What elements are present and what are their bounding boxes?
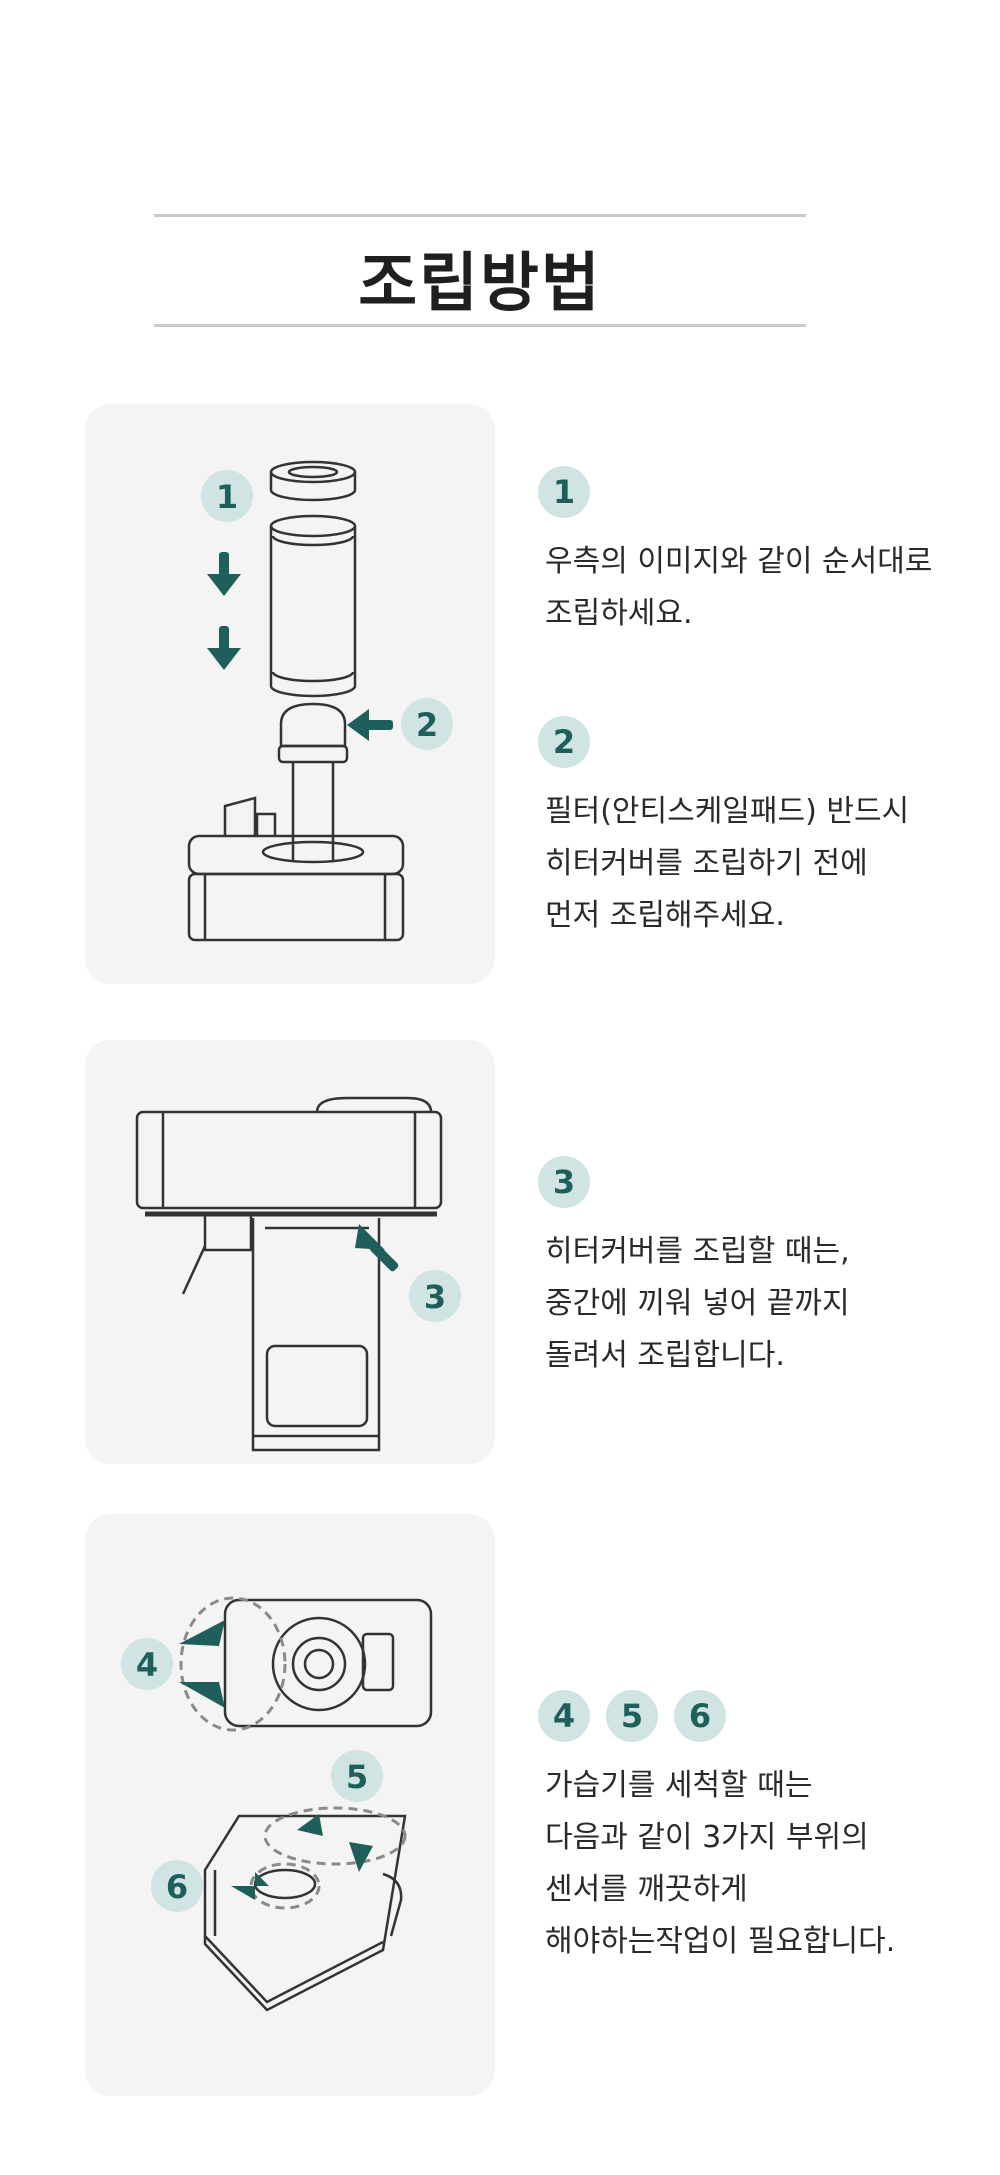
step-2-description: 필터(안티스케일패드) 반드시 히터커버를 조립하기 전에 먼저 조립해주세요. [545,786,965,942]
title-rule-top [154,214,806,217]
step-line: 먼저 조립해주세요. [545,898,785,933]
step-badge: 1 [538,466,590,518]
illustration-card-1: 1 2 [85,404,495,984]
illustration-card-3: 4 5 6 [85,1514,495,2096]
step-1-badges: 1 [538,466,590,518]
step-2-badges: 2 [538,716,590,768]
step-line: 필터(안티스케일패드) 반드시 [545,794,910,829]
step-badge: 3 [538,1156,590,1208]
pointer-arrow-icon [179,1620,373,1900]
pointer-arrow-icon [347,709,393,741]
step-line: 히터커버를 조립하기 전에 [545,846,868,881]
step-4-badges: 4 5 6 [538,1690,726,1742]
step-line: 다음과 같이 3가지 부위의 [545,1820,869,1855]
step-line: 우측의 이미지와 같이 순서대로 [545,544,933,579]
step-badge: 5 [606,1690,658,1742]
card2-label-3: 3 [424,1278,446,1316]
illustration-card-2: 3 [85,1040,495,1464]
step-line: 중간에 끼워 넣어 끝까지 [545,1286,850,1321]
step-line: 해야하는작업이 필요합니다. [545,1924,896,1959]
step-badge: 6 [674,1690,726,1742]
step-4-description: 가습기를 세척할 때는 다음과 같이 3가지 부위의 센서를 깨끗하게 해야하는… [545,1760,965,1968]
card3-label-5: 5 [346,1758,368,1796]
step-3-badges: 3 [538,1156,590,1208]
title-rule-bottom [154,324,806,327]
card1-label-1: 1 [216,478,238,516]
filter-assembly-illustration: 1 2 [187,460,453,942]
page-title: 조립방법 [358,247,602,321]
step-badge: 2 [538,716,590,768]
heater-cover-illustration: 3 [135,1096,461,1452]
card3-label-6: 6 [166,1868,188,1906]
step-3-description: 히터커버를 조립할 때는, 중간에 끼워 넣어 끝까지 돌려서 조립합니다. [545,1226,965,1382]
step-line: 히터커버를 조립할 때는, [545,1234,850,1269]
pointer-arrow-icon [355,1224,399,1272]
step-line: 돌려서 조립합니다. [545,1338,785,1373]
step-badge: 4 [538,1690,590,1742]
step-line: 센서를 깨끗하게 [545,1872,748,1907]
card3-label-4: 4 [136,1646,158,1684]
step-1-description: 우측의 이미지와 같이 순서대로 조립하세요. [545,536,965,640]
step-line: 조립하세요. [545,596,693,631]
card1-label-2: 2 [416,706,438,744]
down-arrow-icon [207,552,241,670]
cleaning-sensor-illustration: 4 5 6 [121,1596,433,2012]
step-line: 가습기를 세척할 때는 [545,1768,813,1803]
